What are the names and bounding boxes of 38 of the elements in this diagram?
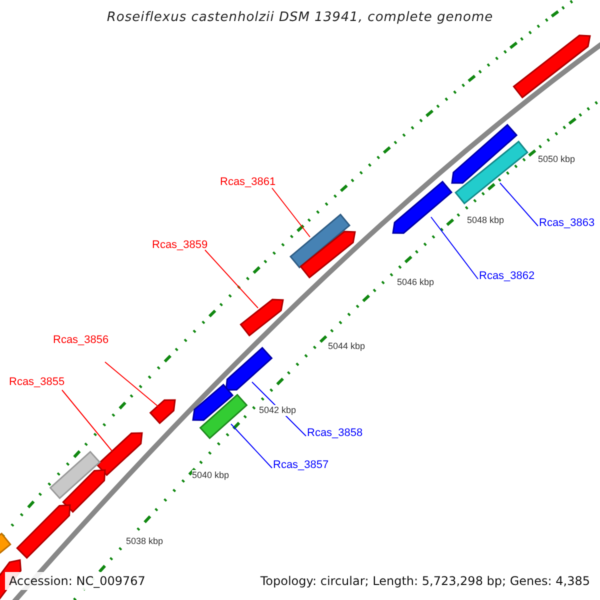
position-tick-label: 5038 kbp <box>126 536 164 547</box>
position-tick-label: 5044 kbp <box>328 341 366 352</box>
gene-label: Rcas_3855 <box>9 376 65 389</box>
diagram-title: Roseiflexus castenholzii DSM 13941, complete genome <box>106 9 494 27</box>
gene-feature <box>149 399 176 424</box>
leader-line <box>104 362 160 408</box>
gene-feature <box>225 346 273 391</box>
leader-line <box>230 424 272 468</box>
gene-block <box>49 450 101 500</box>
gene-feature <box>62 469 106 513</box>
gene-block <box>199 394 248 440</box>
gene-feature <box>451 124 518 184</box>
gene-block <box>454 140 528 204</box>
gene-block <box>289 214 351 268</box>
position-tick-label: 5042 kbp <box>259 405 296 416</box>
gene-label: Rcas_3858 <box>307 427 363 440</box>
gene-feature <box>96 432 143 476</box>
gene-label: Rcas_3859 <box>152 239 208 252</box>
gene-feature <box>192 384 234 421</box>
gene-label: Rcas_3857 <box>273 459 329 472</box>
gene-feature <box>512 34 591 99</box>
gene-label: Rcas_3861 <box>220 176 276 189</box>
gene-feature <box>16 504 71 559</box>
position-tick-label: 5048 kbp <box>467 215 504 226</box>
leader-line <box>204 250 258 308</box>
leader-line <box>272 188 310 238</box>
leader-line <box>500 182 538 226</box>
gene-feature <box>240 298 284 337</box>
position-tick-label: 5046 kbp <box>397 277 434 288</box>
gene-feature <box>300 230 356 279</box>
gene-label: Rcas_3863 <box>539 217 595 230</box>
gene-feature <box>392 180 453 234</box>
gene-label: Rcas_3862 <box>479 270 535 283</box>
position-tick-label: 5050 kbp <box>538 154 576 165</box>
leader-line <box>62 390 112 452</box>
gene-label: Rcas_3856 <box>53 334 109 347</box>
position-tick-label: 5040 kbp <box>192 470 230 481</box>
leader-line <box>430 216 478 280</box>
